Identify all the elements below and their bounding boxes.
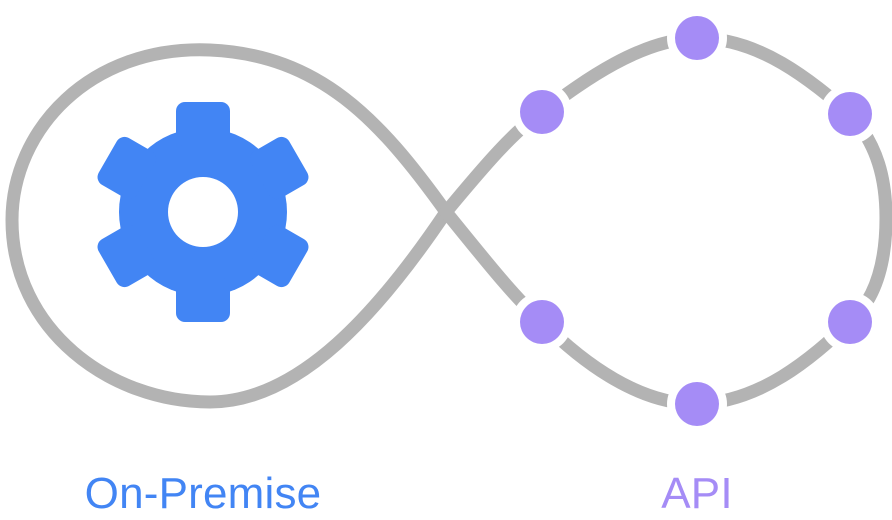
api-node-icon	[520, 300, 564, 344]
api-node-icon	[828, 92, 872, 136]
api-label: API	[661, 469, 733, 518]
on-premise-loop	[5, 43, 453, 409]
gear-hole	[168, 177, 238, 247]
api-loop	[439, 31, 892, 411]
on-premise-label: On-Premise	[84, 469, 322, 518]
api-node-icon	[675, 382, 719, 426]
gear-icon	[97, 102, 309, 322]
api-node-icon	[675, 16, 719, 60]
api-node-icon	[520, 90, 564, 134]
api-node-icon	[828, 300, 872, 344]
